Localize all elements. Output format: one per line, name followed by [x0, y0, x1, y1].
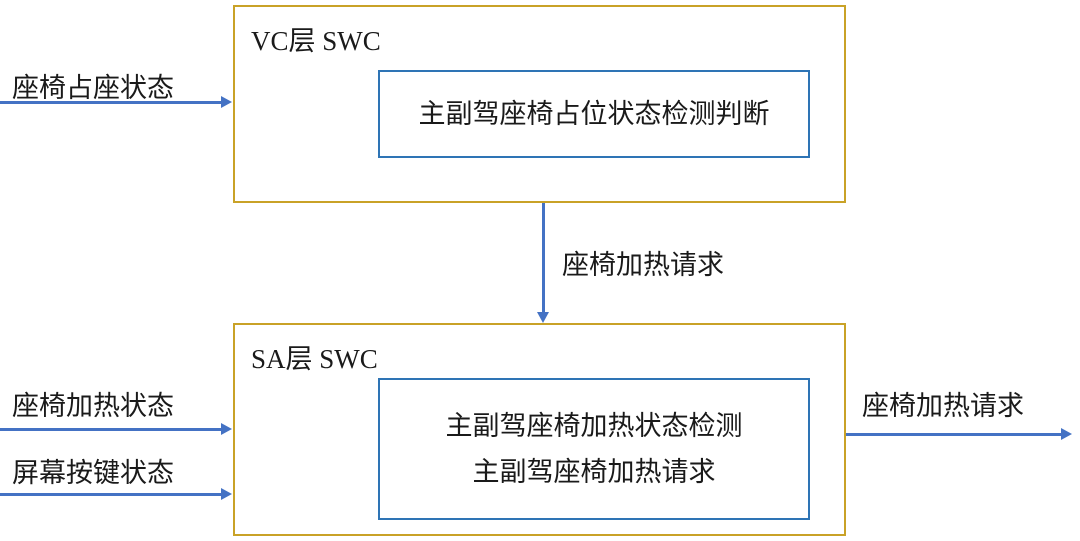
arrow-heating-request-mid-icon: [537, 203, 549, 323]
sa-inner-label-line2: 主副驾座椅加热请求: [472, 457, 716, 487]
label-screen-button-status: 屏幕按键状态: [12, 458, 174, 488]
arrow-screen-button-status-icon: [0, 488, 232, 500]
label-seat-heating-status: 座椅加热状态: [12, 391, 174, 421]
arrow-seat-occupancy-icon: [0, 96, 232, 108]
sa-inner-label-line1: 主副驾座椅加热状态检测: [445, 410, 743, 441]
label-heating-request-out: 座椅加热请求: [862, 391, 1024, 421]
label-seat-occupancy: 座椅占座状态: [12, 73, 174, 103]
vc-swc-block: VC层 SWC 主副驾座椅占位状态检测判断: [233, 5, 846, 203]
vc-inner-box: 主副驾座椅占位状态检测判断: [378, 70, 810, 158]
label-heating-request-mid: 座椅加热请求: [562, 250, 724, 280]
arrow-heating-request-out-icon: [846, 428, 1072, 440]
arrow-seat-heating-status-icon: [0, 423, 232, 435]
vc-inner-label: 主副驾座椅占位状态检测判断: [418, 98, 770, 129]
sa-swc-title: SA层 SWC: [251, 344, 378, 374]
sa-inner-box: 主副驾座椅加热状态检测 主副驾座椅加热请求: [378, 378, 810, 520]
vc-swc-title: VC层 SWC: [251, 26, 381, 56]
sa-swc-block: SA层 SWC 主副驾座椅加热状态检测 主副驾座椅加热请求: [233, 323, 846, 536]
